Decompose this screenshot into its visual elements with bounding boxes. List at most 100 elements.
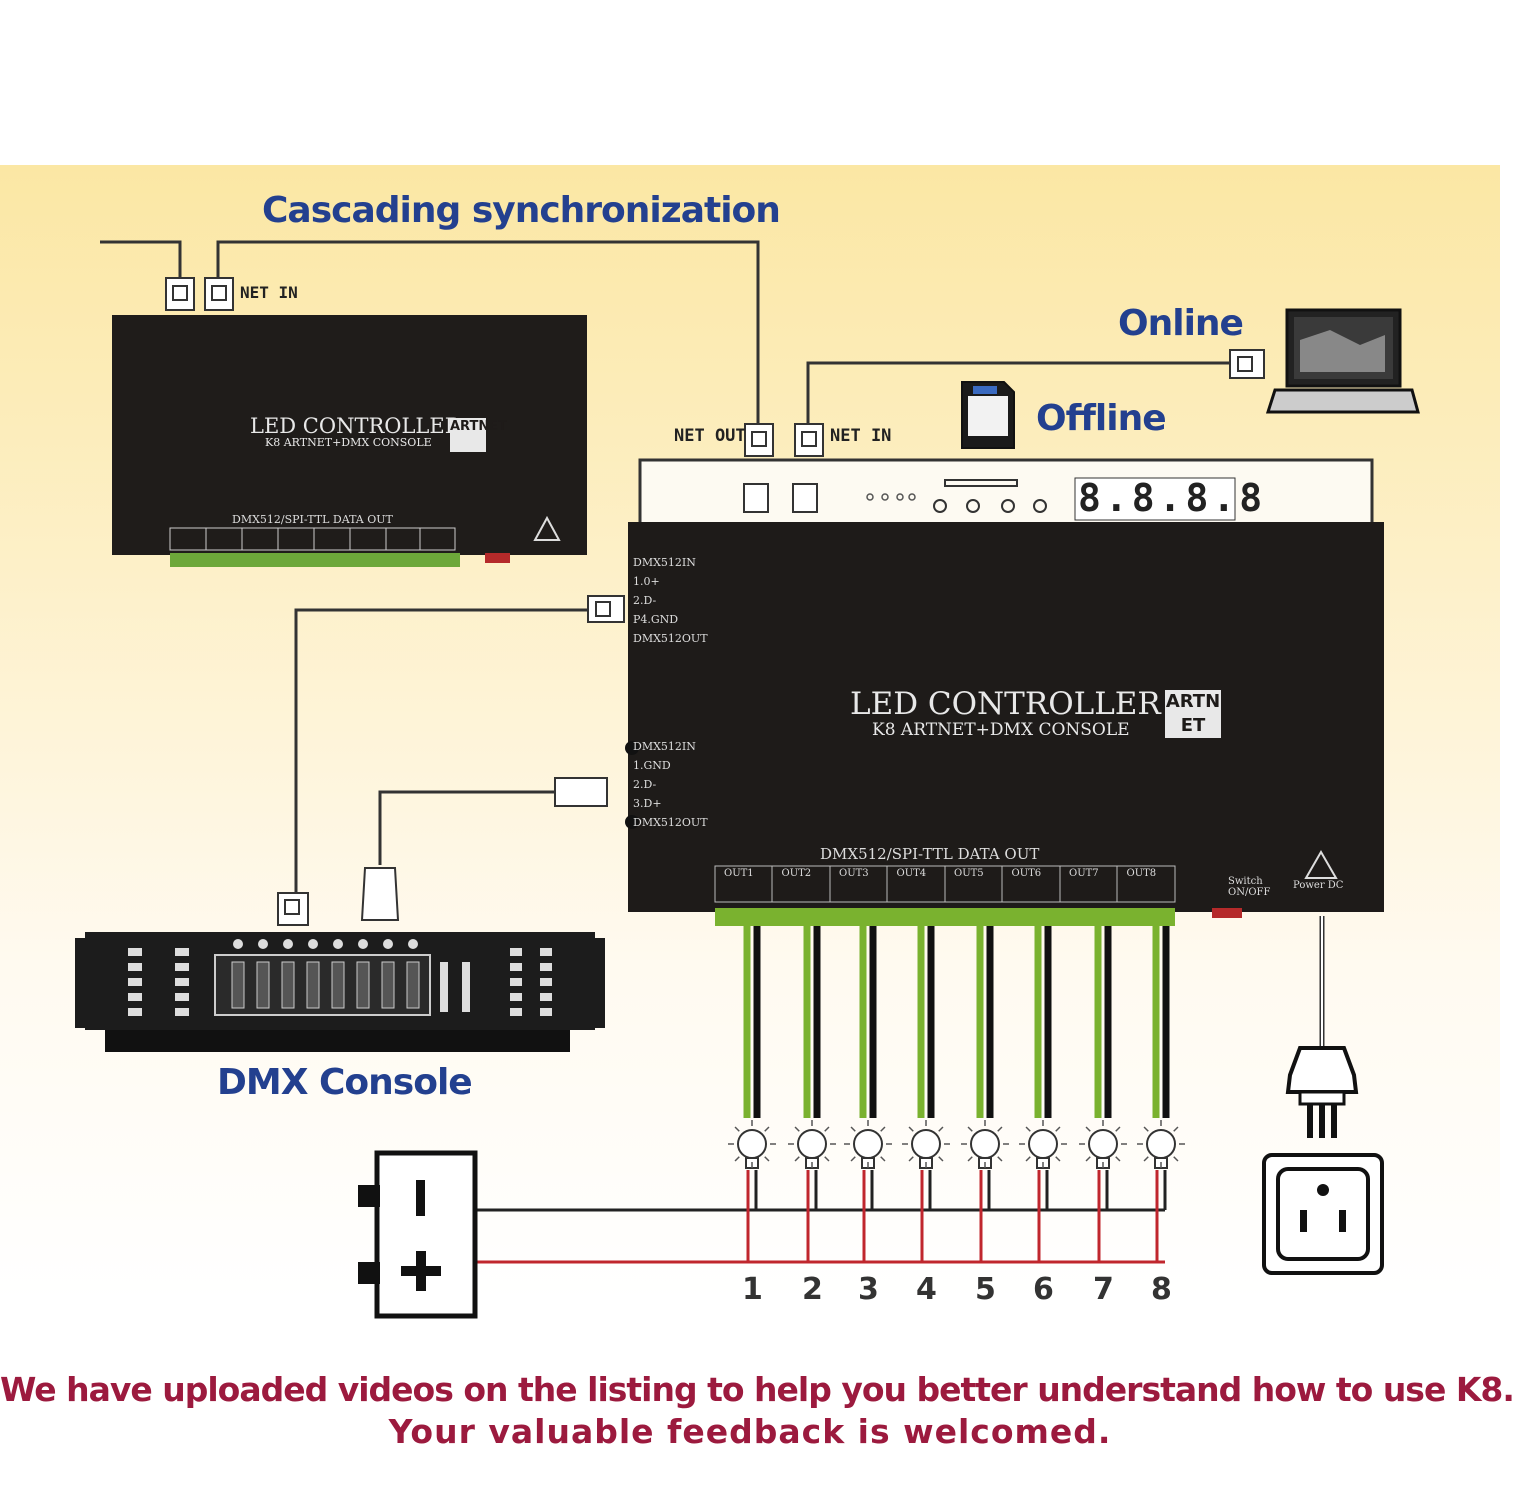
footer-line2: Your valuable feedback is welcomed.	[388, 1412, 1112, 1451]
bulb-icon	[1079, 1120, 1127, 1169]
left-port-label: DMX512OUT	[633, 632, 708, 645]
console-fader	[331, 961, 345, 1009]
footer-line1: We have uploaded videos on the listing t…	[0, 1370, 1514, 1409]
bulb-icon	[728, 1120, 776, 1169]
left-port-label: DMX512IN	[633, 556, 696, 569]
console-button	[128, 963, 142, 971]
bulb-icon	[1137, 1120, 1185, 1169]
console-button	[175, 1008, 189, 1016]
console-button	[540, 963, 552, 971]
output-port-label: OUT6	[1011, 868, 1042, 879]
output-number: 8	[1151, 1272, 1172, 1307]
console-button	[510, 1008, 522, 1016]
console-button	[540, 993, 552, 1001]
offline-label: Offline	[1036, 398, 1167, 439]
left-port-label: 1.0+	[633, 575, 660, 588]
left-port-label: DMX512IN	[633, 740, 696, 753]
controller-title: LED CONTROLLER	[850, 686, 1161, 722]
output-number: 4	[916, 1272, 937, 1307]
net-in-label: NET IN	[830, 426, 892, 446]
output-number: 2	[802, 1272, 823, 1307]
bulb-icon	[788, 1120, 836, 1169]
small-controller-data-out: DMX512/SPI-TTL DATA OUT	[232, 513, 393, 526]
power-label: Power DC	[1293, 880, 1344, 891]
small-controller-subtitle: K8 ARTNET+DMX CONSOLE	[265, 436, 432, 449]
console-button	[128, 993, 142, 1001]
console-button	[510, 993, 522, 1001]
small-controller-title: LED CONTROLLER	[250, 414, 461, 438]
console-button	[358, 939, 368, 949]
console-fader	[231, 961, 245, 1009]
switch-label: Switch ON/OFF	[1228, 876, 1271, 898]
output-port-label: OUT3	[839, 868, 869, 879]
console-button	[233, 939, 243, 949]
net-ports	[744, 423, 824, 457]
output-number: 3	[858, 1272, 879, 1307]
data-out-label: DMX512/SPI-TTL DATA OUT	[820, 845, 1040, 863]
console-button	[175, 963, 189, 971]
console-button	[383, 939, 393, 949]
left-port-label: 3.D+	[633, 797, 662, 810]
console-button	[175, 978, 189, 986]
small-controller	[112, 277, 587, 567]
dmx-console	[75, 867, 605, 1052]
artnet-logo: ARTNET	[1165, 690, 1221, 738]
console-fader	[406, 961, 420, 1009]
cascading-heading: Cascading synchronization	[262, 190, 781, 231]
controller-subtitle: K8 ARTNET+DMX CONSOLE	[872, 720, 1130, 740]
bus-lines	[475, 1170, 1167, 1264]
console-master-fader	[462, 962, 470, 1012]
output-port-label: OUT2	[781, 868, 812, 879]
net-in-top-label: NET IN	[240, 283, 298, 302]
sd-card-icon	[961, 381, 1015, 449]
left-port-label: DMX512OUT	[633, 816, 708, 829]
output-number: 5	[975, 1272, 996, 1307]
cascade-wires	[100, 240, 1232, 895]
power-plug-icon	[1285, 916, 1359, 1138]
output-port-label: OUT4	[896, 868, 927, 879]
console-button	[510, 963, 522, 971]
console-fader	[381, 961, 395, 1009]
laptop-icon	[1229, 308, 1420, 414]
console-button	[128, 978, 142, 986]
console-button	[540, 978, 552, 986]
console-button	[128, 1008, 142, 1016]
output-port-label: OUT7	[1069, 868, 1099, 879]
power-supply-icon	[358, 1150, 478, 1319]
console-fader	[256, 961, 270, 1009]
console-button	[175, 993, 189, 1001]
console-button	[258, 939, 268, 949]
console-button	[283, 939, 293, 949]
console-button	[333, 939, 343, 949]
console-button	[510, 948, 522, 956]
console-button	[128, 948, 142, 956]
online-label: Online	[1118, 303, 1244, 344]
main-controller	[554, 522, 1384, 926]
left-port-label: P4.GND	[633, 613, 679, 626]
dmx-console-label: DMX Console	[217, 1062, 473, 1103]
output-port-label: OUT1	[724, 868, 754, 879]
console-fader	[281, 961, 295, 1009]
output-wires	[743, 926, 1170, 1118]
console-button	[540, 948, 552, 956]
console-button	[540, 1008, 552, 1016]
segment-display: 8.8.8.8	[1078, 476, 1267, 520]
output-number: 1	[742, 1272, 763, 1307]
wall-outlet-icon	[1262, 1153, 1384, 1275]
console-button	[408, 939, 418, 949]
bulb-icon	[1019, 1120, 1067, 1169]
console-fader	[356, 961, 370, 1009]
console-master-fader	[440, 962, 448, 1012]
left-port-label: 2.D-	[633, 778, 657, 791]
net-out-label: NET OUT	[674, 426, 746, 446]
console-fader	[306, 961, 320, 1009]
bulb-icon	[844, 1120, 892, 1169]
console-button	[510, 978, 522, 986]
output-port-label: OUT8	[1126, 868, 1157, 879]
bulb-icon	[902, 1120, 950, 1169]
small-artnet-logo: ARTNET	[450, 418, 507, 452]
console-button	[308, 939, 318, 949]
left-port-label: 2.D-	[633, 594, 657, 607]
output-number: 7	[1093, 1272, 1114, 1307]
